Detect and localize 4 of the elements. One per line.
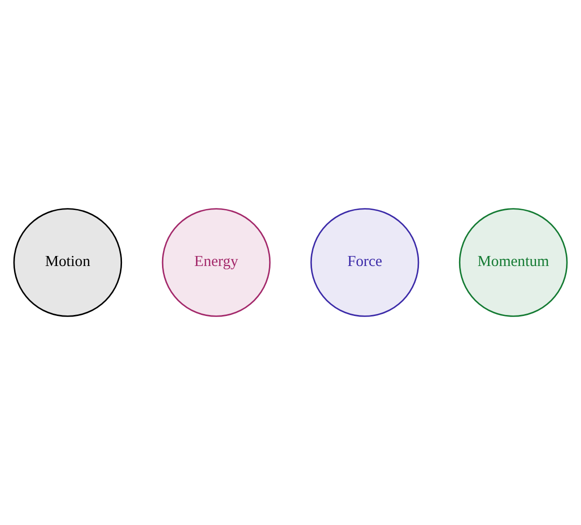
node-circle: Energy bbox=[162, 208, 271, 317]
node-circle: Force bbox=[310, 208, 420, 317]
node-circle: Momentum bbox=[458, 208, 568, 317]
node-circle: Motion bbox=[13, 208, 122, 317]
